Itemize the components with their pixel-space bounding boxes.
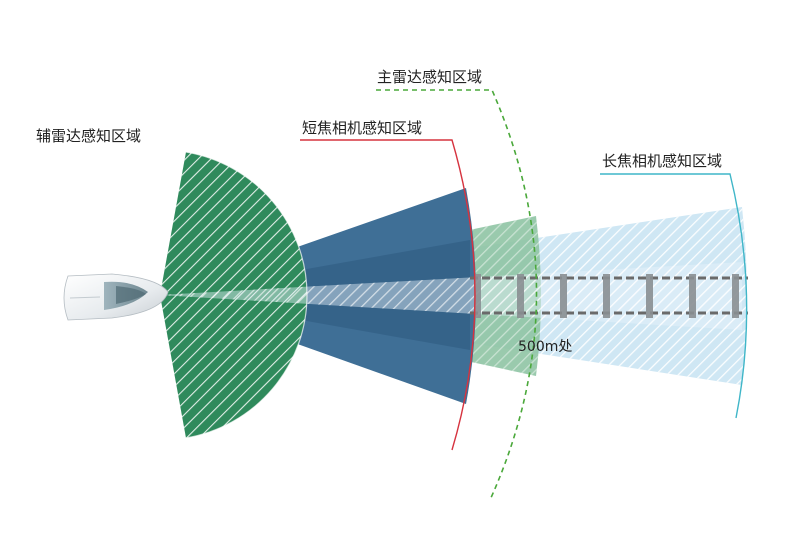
short-camera-label: 短焦相机感知区域 (302, 119, 422, 137)
train-front-icon (63, 273, 169, 321)
short-camera-boundary (300, 139, 476, 451)
long-camera-boundary (600, 173, 748, 419)
aux-radar-boundary (185, 151, 308, 439)
distance-500m-label: 500m处 (518, 339, 572, 355)
aux-radar-label: 辅雷达感知区域 (36, 127, 141, 145)
main-radar-boundary (376, 89, 538, 501)
main-radar-label: 主雷达感知区域 (377, 68, 482, 86)
long-camera-label: 长焦相机感知区域 (602, 152, 722, 170)
railway-track-icon (470, 274, 748, 318)
